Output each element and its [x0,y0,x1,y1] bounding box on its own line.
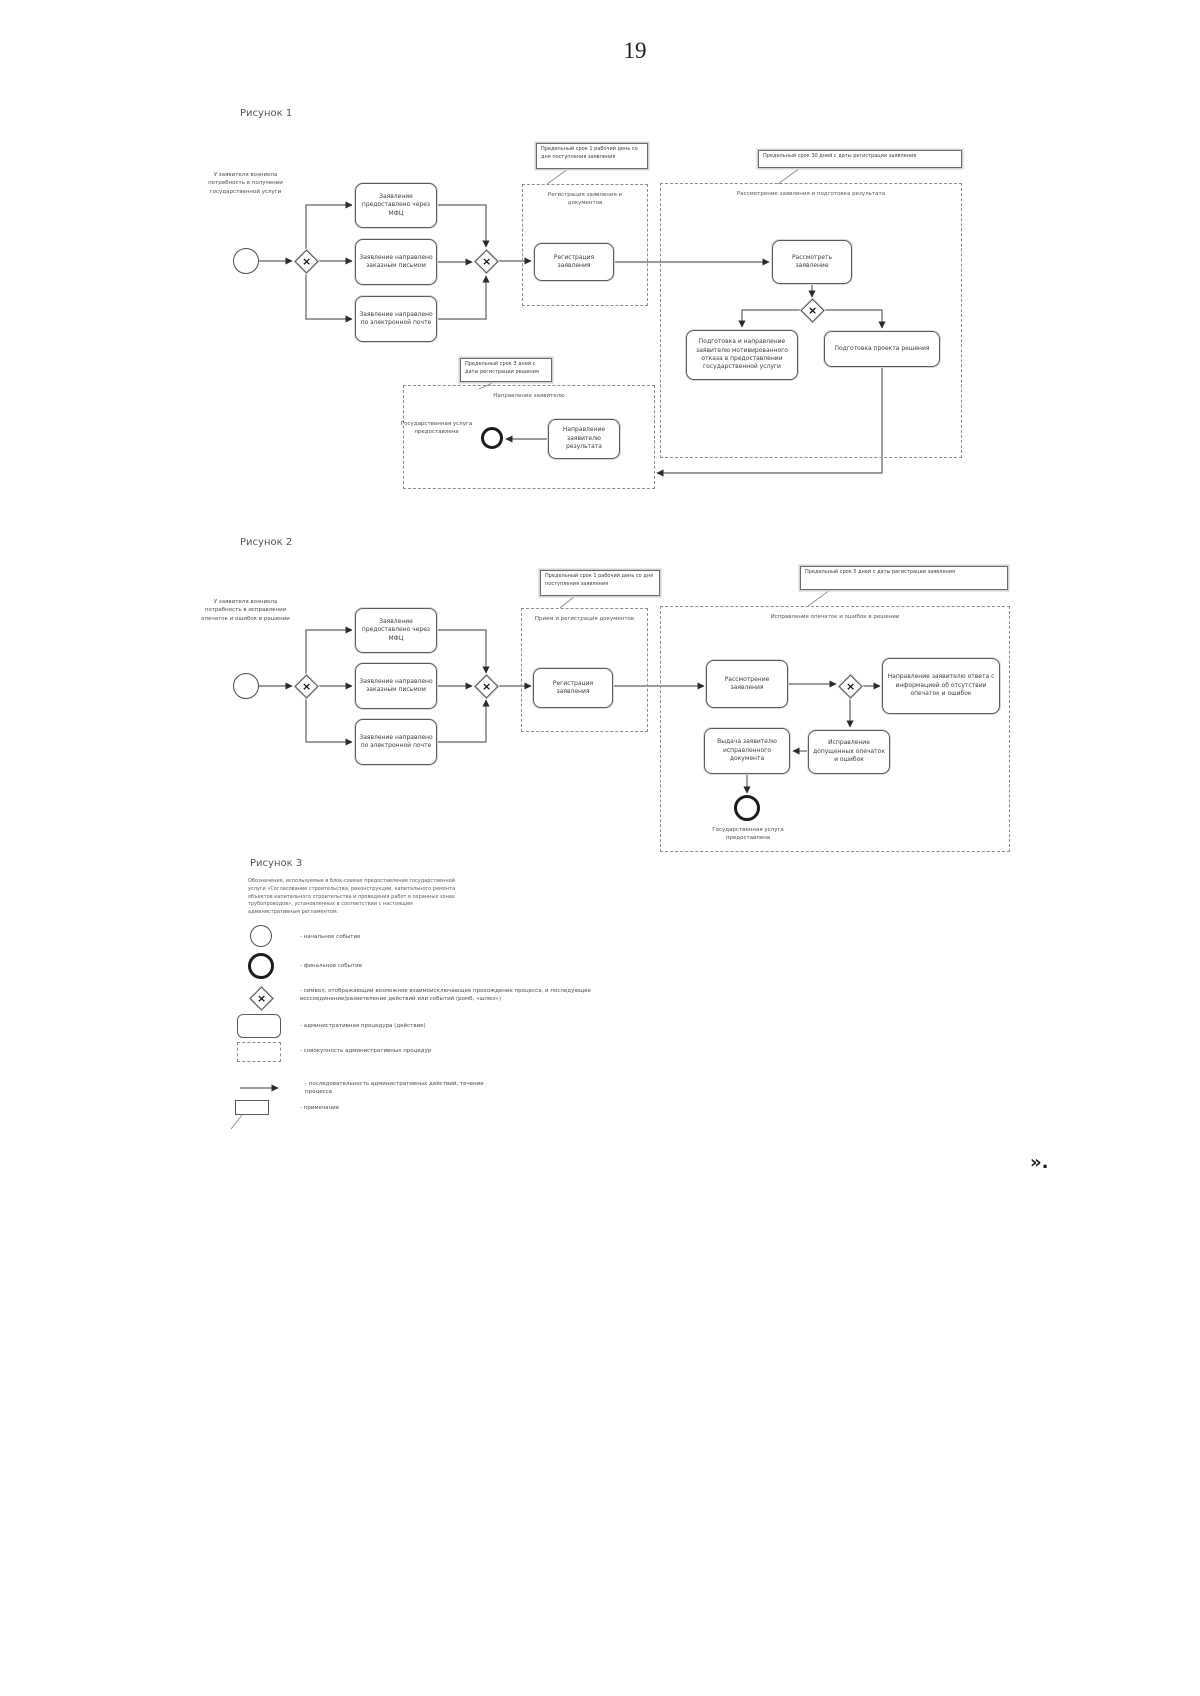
figure-3-connectors [230,1084,279,1130]
fig2-task-issue-document: Выдача заявителю исправленного документа [704,728,790,774]
fig1-task-email: Заявление направлено по электронной почт… [355,296,437,342]
legend-note-leader [230,1114,243,1130]
connector [305,273,353,323]
connector [437,204,490,248]
figure-2-connectors [259,589,881,794]
legend-sequence-text: - последовательность административных де… [305,1081,484,1096]
figure-1: Рисунок 1 У заявителя возникла потребнос… [195,105,985,500]
fig2-end-note: Государственная услуга предоставлена [712,827,784,842]
connector [305,626,353,674]
fig1-task-registration: Регистрация заявления [534,243,614,281]
fig2-pool-registration: Прием и регистрация документов [521,608,648,732]
fig2-task-review: Рассмотрение заявления [706,660,788,708]
fig1-annotation-registration: Предельный срок 1 рабочий день со дня по… [536,143,648,169]
annotation-leader [777,167,801,185]
figure-1-caption: Рисунок 1 [240,108,293,119]
figure-2: Рисунок 2 У заявителя возникла потребнос… [195,530,1015,860]
fig1-pool-registration-label: Регистрация заявления и документов [547,192,623,206]
connector [305,698,353,746]
legend-end-event-text: - финальное событие [300,963,363,969]
fig1-task-mfc: Заявление предоставлено через МФЦ [355,183,437,228]
fig2-task-registration: Регистрация заявления [533,668,613,708]
fig2-pool-correction: Исправление опечаток и ошибок в решении [660,606,1010,852]
fig1-annotation-result: Предельный срок 3 дней с даты регистраци… [460,358,552,382]
fig2-pool-registration-label: Прием и регистрация документов [534,616,635,622]
procedure-rect-icon [237,1014,281,1038]
fig1-end-event [481,427,503,449]
fig1-task-review: Рассмотреть заявление [772,240,852,284]
annotation-leader [559,595,576,609]
connector [437,699,490,743]
fig2-start-note: У заявителя возникла потребность в испра… [201,599,290,622]
connector [437,629,490,674]
connector [305,201,353,249]
connector [738,309,800,328]
fig2-start-event [233,673,259,699]
page-number: 19 [623,38,647,63]
procedure-group-icon [237,1042,281,1062]
legend-start-event-text: - начальное событие [300,934,361,940]
figure-2-caption: Рисунок 2 [240,537,293,548]
fig1-pool-review-label: Рассмотрение заявления и подготовка резу… [736,191,886,197]
fig1-task-draft-decision: Подготовка проекта решения [824,331,940,367]
annotation-leader [546,168,569,185]
fig1-start-event [233,248,259,274]
fig1-annotation-review: Предельный срок 30 дней с даты регистрац… [758,150,962,168]
legend-procedure-text: - административная процедура (действие) [300,1023,426,1029]
fig1-task-send-result: Направление заявителю результата [548,419,620,459]
fig2-pool-correction-label: Исправление опечаток и ошибок в решении [770,614,900,620]
fig1-pool-result-label: Направление заявителю [493,393,565,399]
legend-gateway-text: - символ, отображающий возможное взаимои… [300,988,591,1003]
fig2-task-email: Заявление направлено по электронной почт… [355,719,437,765]
end-event-icon [248,953,274,979]
legend-annotation-text: - примечание [300,1105,340,1111]
fig2-task-no-errors: Направление заявителю ответа с информаци… [882,658,1000,714]
connector [824,309,886,329]
fig1-pool-result: Направление заявителю [403,385,655,489]
closing-quote-mark: ». [1030,1152,1049,1173]
fig2-task-fix-errors: Исправление допущенных опечаток и ошибок [808,730,890,774]
start-event-icon [250,925,272,947]
fig2-annotation-registration: Предельный срок 1 рабочий день со дня по… [540,570,660,596]
legend-procedure-group-text: - совокупность административных процедур [300,1048,432,1054]
annotation-leader [807,589,831,607]
fig1-pool-registration: Регистрация заявления и документов [522,184,648,306]
fig2-end-event [734,795,760,821]
fig1-end-note: Государственная услуга предоставлена [400,421,473,436]
fig2-task-mfc: Заявление предоставлено через МФЦ [355,608,437,653]
connector [437,275,490,320]
fig2-annotation-correction: Предельный срок 5 дней с даты регистраци… [800,566,1008,590]
fig1-task-refusal: Подготовка и направление заявителю мотив… [686,330,798,380]
fig1-pool-review: Рассмотрение заявления и подготовка резу… [660,183,962,458]
connector [656,367,883,477]
figure-3: Рисунок 3 Обозначения, используемые в бл… [230,850,710,1150]
figure-1-connectors [259,167,886,477]
fig1-task-mail: Заявление направлено заказным письмом [355,239,437,285]
figure-3-caption: Рисунок 3 [250,858,303,869]
fig3-intro: Обозначения, используемые в блок-схемах … [248,878,456,915]
fig2-task-mail: Заявление направлено заказным письмом [355,663,437,709]
fig1-start-note: У заявителя возникла потребность в получ… [208,172,283,195]
annotation-rect-icon [235,1100,269,1115]
